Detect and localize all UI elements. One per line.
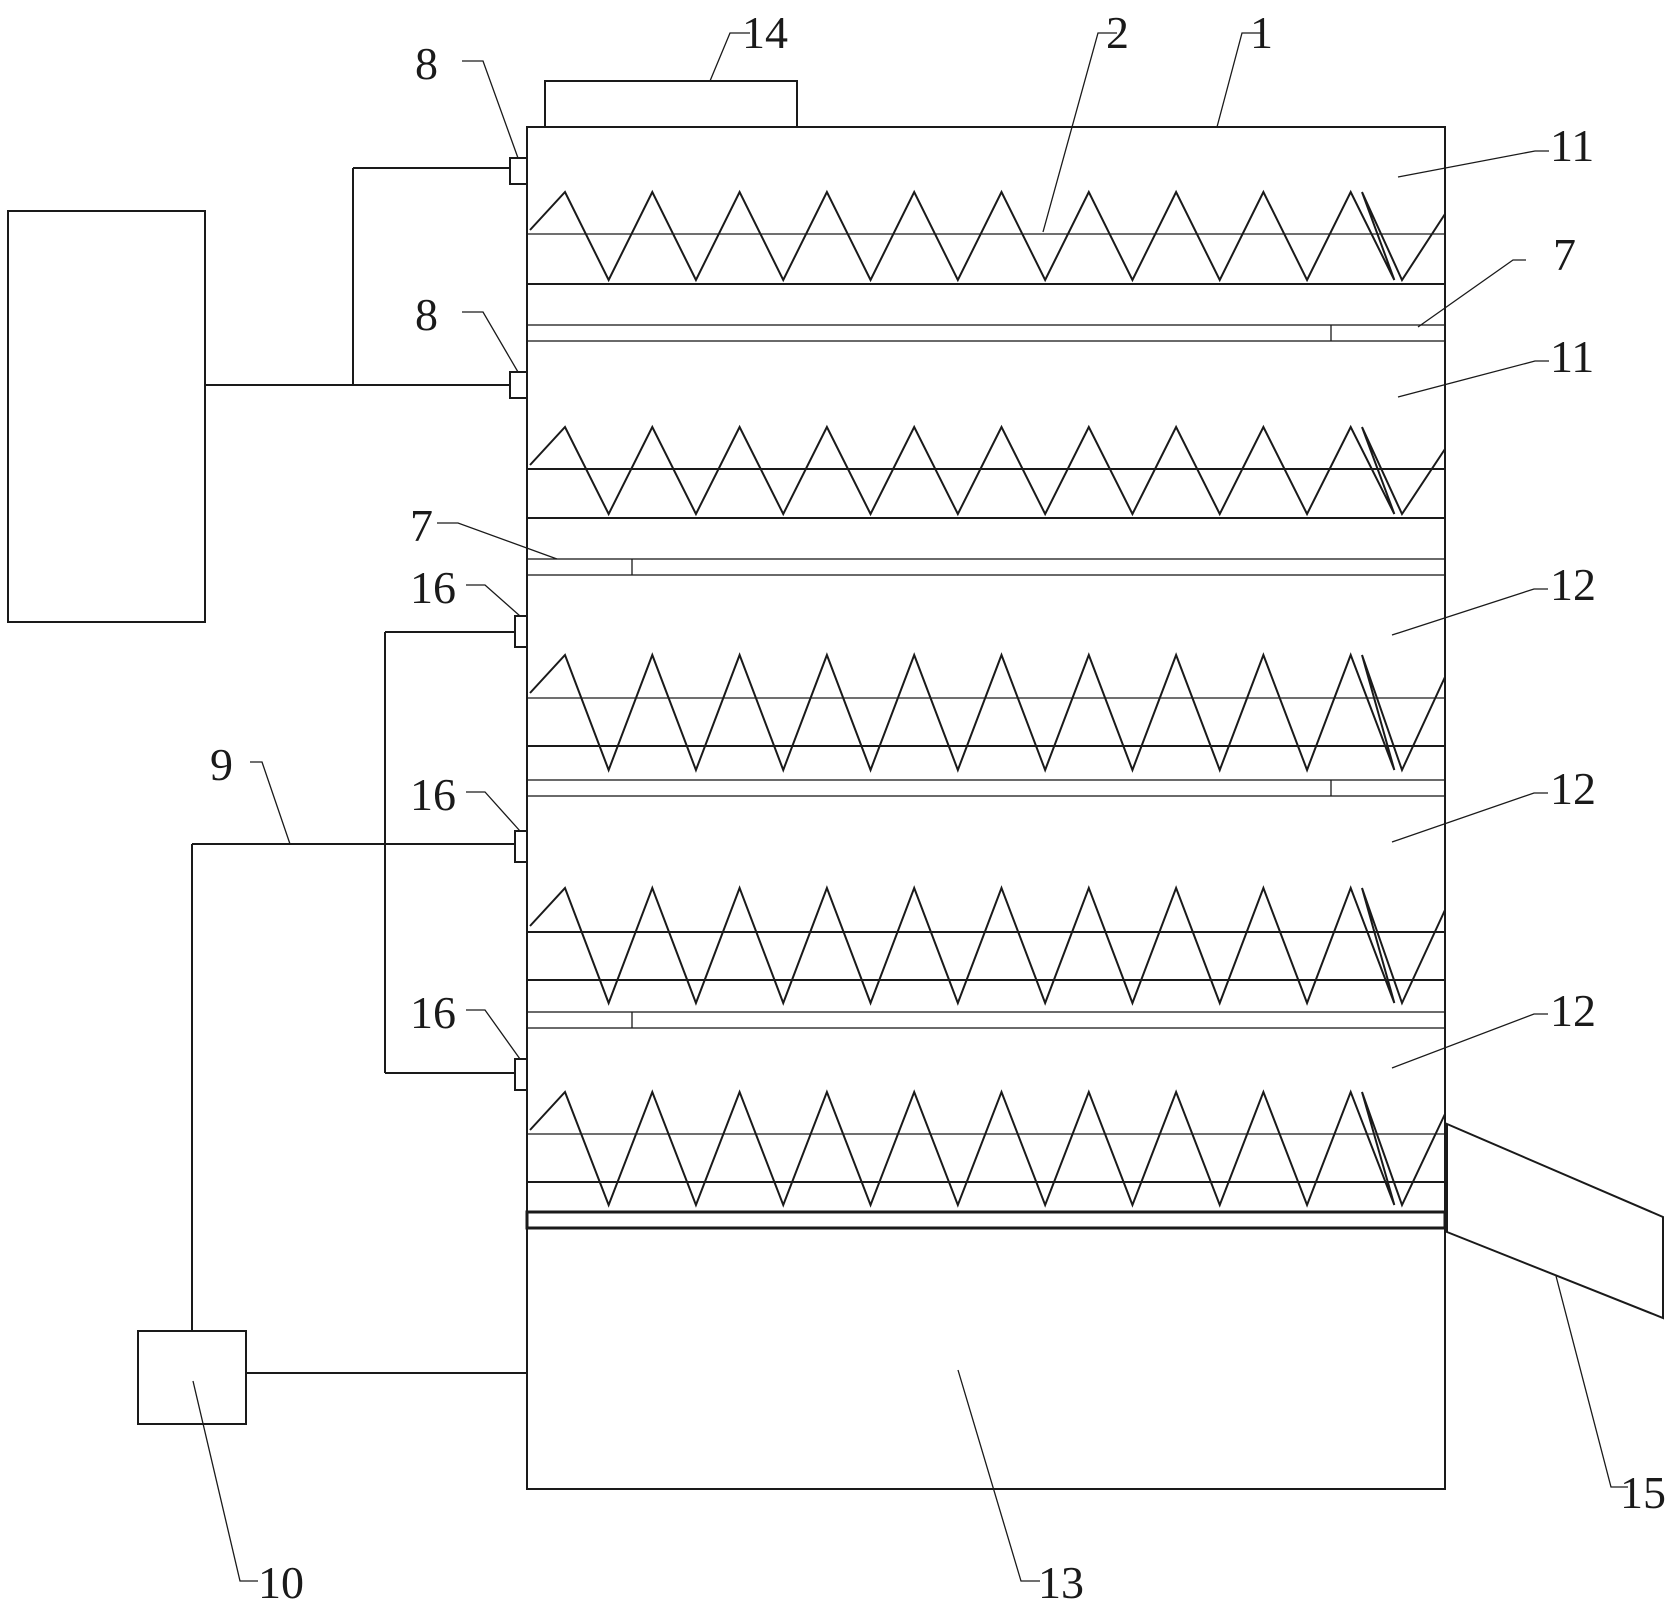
separator-plate-4 (526, 1011, 1446, 1029)
label-12-c: 12 (1550, 985, 1596, 1036)
coil-zigzag (529, 885, 1446, 1006)
air-inlet-nozzle-2 (509, 371, 528, 399)
label-1: 1 (1250, 7, 1273, 58)
top-feed-box (544, 80, 798, 128)
heating-coil-2 (527, 424, 1446, 519)
label-10: 10 (258, 1557, 304, 1603)
air-inlet-nozzle-1 (509, 157, 528, 185)
label-7-left: 7 (410, 500, 433, 551)
coil-zigzag (529, 189, 1446, 283)
coil-zigzag (529, 424, 1446, 517)
dehumidify-nozzle-3 (514, 1058, 528, 1091)
label-9: 9 (210, 739, 233, 790)
heating-coil-5 (527, 1089, 1446, 1208)
label-11-lower: 11 (1550, 331, 1594, 382)
heating-coil-4 (527, 885, 1446, 1006)
separator-plates (525, 324, 1447, 1230)
label-14: 14 (742, 7, 788, 58)
fan-box (137, 1330, 247, 1425)
separator-plate-2 (526, 558, 1446, 576)
label-16-b: 16 (410, 769, 456, 820)
separator-plate-1 (526, 324, 1446, 342)
label-8-top: 8 (415, 38, 438, 89)
leader-lines (192, 32, 1628, 1582)
coil-zigzag (529, 652, 1446, 773)
return-pipes (191, 631, 527, 1374)
hot-air-pipes (205, 167, 510, 386)
label-12-a: 12 (1550, 559, 1596, 610)
label-15: 15 (1620, 1467, 1666, 1518)
label-8-lower: 8 (415, 289, 438, 340)
separator-plate-5 (525, 1210, 1447, 1230)
discharge-chute (1446, 1122, 1664, 1320)
label-16-a: 16 (410, 562, 456, 613)
label-7-right: 7 (1553, 229, 1576, 280)
heating-coil-3 (527, 652, 1446, 773)
dehumidify-nozzle-2 (514, 830, 528, 863)
dehumidify-nozzle-1 (514, 615, 528, 648)
tower-body (526, 126, 1446, 1490)
callout-labels: 1 2 14 8 8 11 11 7 7 16 16 16 9 12 12 12… (210, 7, 1666, 1603)
coil-zigzag (529, 1089, 1446, 1208)
heating-coils (527, 189, 1446, 1208)
hot-air-source-box (7, 210, 206, 623)
label-11-top: 11 (1550, 120, 1594, 171)
separator-plate-3 (526, 779, 1446, 797)
label-13: 13 (1038, 1557, 1084, 1603)
label-12-b: 12 (1550, 763, 1596, 814)
heating-coil-1 (527, 189, 1446, 285)
label-16-c: 16 (410, 987, 456, 1038)
label-2: 2 (1106, 7, 1129, 58)
